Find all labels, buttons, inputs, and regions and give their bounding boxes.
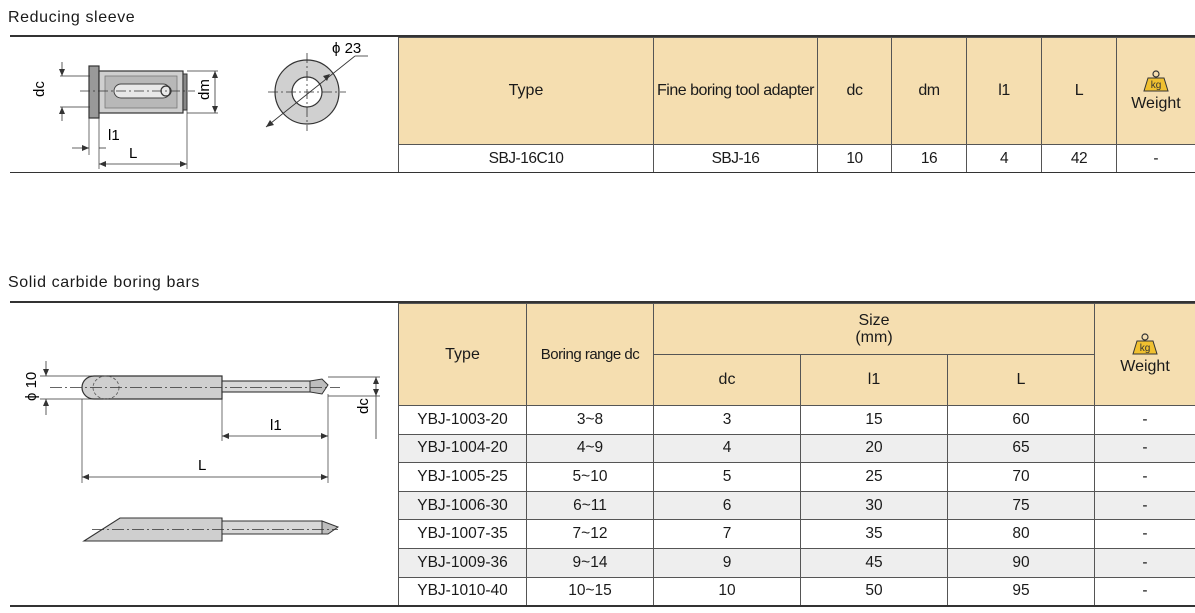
cell-l1: 25: [800, 462, 948, 492]
col-header-l1: l1: [800, 354, 948, 406]
cell-l1: 30: [800, 490, 948, 521]
col-header-weight: kg Weight: [1116, 37, 1195, 145]
cell-dc: 5: [653, 462, 801, 492]
cell-type: YBJ-1010-40: [398, 576, 527, 607]
cell-type: YBJ-1007-35: [398, 519, 527, 549]
section-bottom-divider: [10, 172, 1195, 173]
cell-L: 75: [946, 490, 1096, 521]
col-header-weight: kg Weight: [1094, 303, 1195, 406]
table-row: SBJ-16C10 SBJ-16 10 16 4 42 -: [398, 144, 1195, 173]
section-divider: [10, 301, 1195, 303]
cell-L: 70: [946, 462, 1096, 492]
col-header-L: L: [1041, 37, 1117, 145]
col-header-l1: l1: [966, 37, 1042, 145]
col-header-dc: dc: [817, 37, 892, 145]
cell-boring-range: 6~11: [526, 490, 654, 521]
cell-dc: 3: [653, 405, 801, 435]
l1-label: l1: [108, 127, 120, 144]
size-label: Size: [858, 312, 890, 329]
cell-type: YBJ-1006-30: [398, 490, 527, 521]
reducing-sleeve-table: Type Fine boring tool adapter dc dm l1 L…: [398, 37, 1195, 173]
kg-weight-icon: kg: [1132, 333, 1158, 355]
cell-adapter: SBJ-16: [653, 144, 818, 173]
cell-dc: 10: [653, 576, 801, 607]
cell-l1: 4: [966, 144, 1042, 173]
cell-l1: 35: [800, 519, 948, 549]
cell-type: YBJ-1004-20: [398, 433, 527, 464]
col-header-size: Size (mm): [652, 303, 1096, 355]
cell-weight: -: [1094, 433, 1195, 464]
cell-L: 90: [946, 547, 1096, 578]
cell-boring-range: 4~9: [526, 433, 654, 464]
cell-boring-range: 10~15: [526, 576, 654, 607]
cell-l1: 15: [800, 405, 948, 435]
svg-text:kg: kg: [1151, 80, 1162, 91]
L-label: L: [198, 457, 206, 474]
cell-dc: 7: [653, 519, 801, 549]
cell-L: 80: [946, 519, 1096, 549]
weight-label: Weight: [1131, 94, 1181, 112]
cell-weight: -: [1094, 547, 1195, 578]
cell-weight: -: [1094, 576, 1195, 607]
reducing-sleeve-drawing: dc dm l1 L ϕ 23: [31, 40, 368, 169]
cell-l1: 20: [800, 433, 948, 464]
col-header-type: Type: [398, 37, 654, 145]
col-header-adapter: Fine boring tool adapter: [653, 37, 818, 145]
cell-dc: 6: [653, 490, 801, 521]
cell-L: 42: [1041, 144, 1117, 173]
boring-bar-drawing: ϕ 10 dc l1 L: [23, 361, 380, 542]
col-header-type: Type: [398, 303, 527, 406]
dc-label: dc: [355, 398, 372, 414]
cell-weight: -: [1094, 405, 1195, 435]
cell-dc: 4: [653, 433, 801, 464]
boring-bars-table: Type Boring range dc Size (mm) kg Weight…: [398, 303, 1195, 607]
col-header-L: L: [946, 354, 1096, 406]
cell-boring-range: 9~14: [526, 547, 654, 578]
section-title-reducing-sleeve: Reducing sleeve: [8, 9, 136, 26]
cell-l1: 50: [800, 576, 948, 607]
cell-type: YBJ-1005-25: [398, 462, 527, 492]
cell-weight: -: [1116, 144, 1195, 173]
section-divider: [10, 35, 1195, 37]
cell-dm: 16: [891, 144, 967, 173]
phi-23-label: ϕ 23: [332, 40, 361, 57]
col-header-dm: dm: [891, 37, 967, 145]
cell-dc: 9: [653, 547, 801, 578]
cell-boring-range: 3~8: [526, 405, 654, 435]
size-unit: (mm): [855, 329, 893, 346]
dc-label: dc: [31, 81, 48, 97]
col-header-boring-range: Boring range dc: [526, 303, 654, 406]
l1-label: l1: [270, 417, 282, 434]
weight-label: Weight: [1120, 358, 1170, 375]
cell-weight: -: [1094, 490, 1195, 521]
cell-type: YBJ-1009-36: [398, 547, 527, 578]
dm-label: dm: [196, 79, 213, 100]
section-bottom-divider: [10, 605, 1195, 607]
cell-weight: -: [1094, 519, 1195, 549]
col-header-dc: dc: [653, 354, 801, 406]
kg-weight-icon: kg: [1143, 69, 1169, 91]
cell-boring-range: 7~12: [526, 519, 654, 549]
cell-dc: 10: [817, 144, 892, 173]
cell-L: 60: [946, 405, 1096, 435]
phi-10-label: ϕ 10: [23, 372, 40, 401]
cell-boring-range: 5~10: [526, 462, 654, 492]
cell-type: YBJ-1003-20: [398, 405, 527, 435]
cell-L: 65: [946, 433, 1096, 464]
L-label: L: [129, 145, 137, 162]
cell-l1: 45: [800, 547, 948, 578]
svg-text:kg: kg: [1140, 343, 1151, 354]
cell-weight: -: [1094, 462, 1195, 492]
cell-type: SBJ-16C10: [398, 144, 654, 173]
section-title-boring-bars: Solid carbide boring bars: [8, 274, 200, 291]
cell-L: 95: [946, 576, 1096, 607]
